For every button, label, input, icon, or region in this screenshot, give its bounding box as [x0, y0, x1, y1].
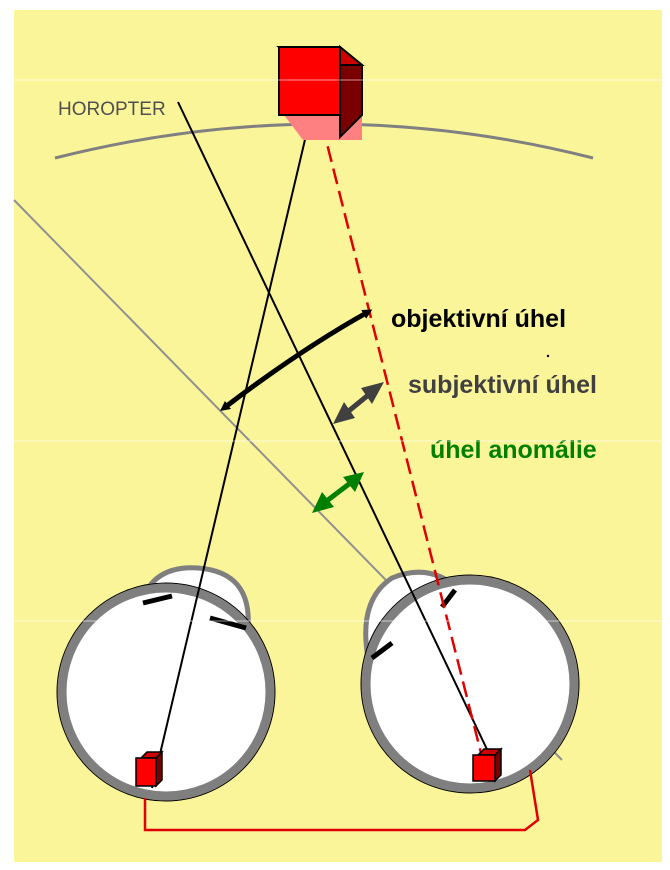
- subjective-angle-label: subjektivní úhel: [408, 371, 597, 399]
- anomaly-angle-arrow: [312, 472, 364, 513]
- right-eye-globe: [361, 575, 579, 793]
- left-eye-globe: [57, 583, 275, 801]
- objective-angle-arrow: [220, 309, 373, 412]
- stray-dot: [546, 354, 550, 358]
- objective-angle-label: objektivní úhel: [391, 305, 566, 333]
- left-eye-lens-right: [209, 615, 247, 631]
- correspondence-line: [143, 769, 540, 832]
- right-eye: [360, 569, 580, 794]
- subjective-angle-arrow: [333, 382, 384, 424]
- right-retina-cube: [472, 747, 503, 783]
- left-eye: [56, 565, 276, 802]
- left-eye-sight-line: [151, 109, 313, 789]
- left-retina-cube: [135, 750, 164, 788]
- horopter-label: HOROPTER: [58, 99, 166, 120]
- anomaly-angle-label: úhel anomálie: [430, 436, 597, 464]
- object-cube: [276, 44, 365, 140]
- right-eye-lens-bottom: [370, 641, 394, 660]
- left-eye-lens-left: [142, 593, 173, 606]
- scan-artifact-lines: [14, 79, 662, 622]
- right-eye-sight-line: [177, 101, 495, 765]
